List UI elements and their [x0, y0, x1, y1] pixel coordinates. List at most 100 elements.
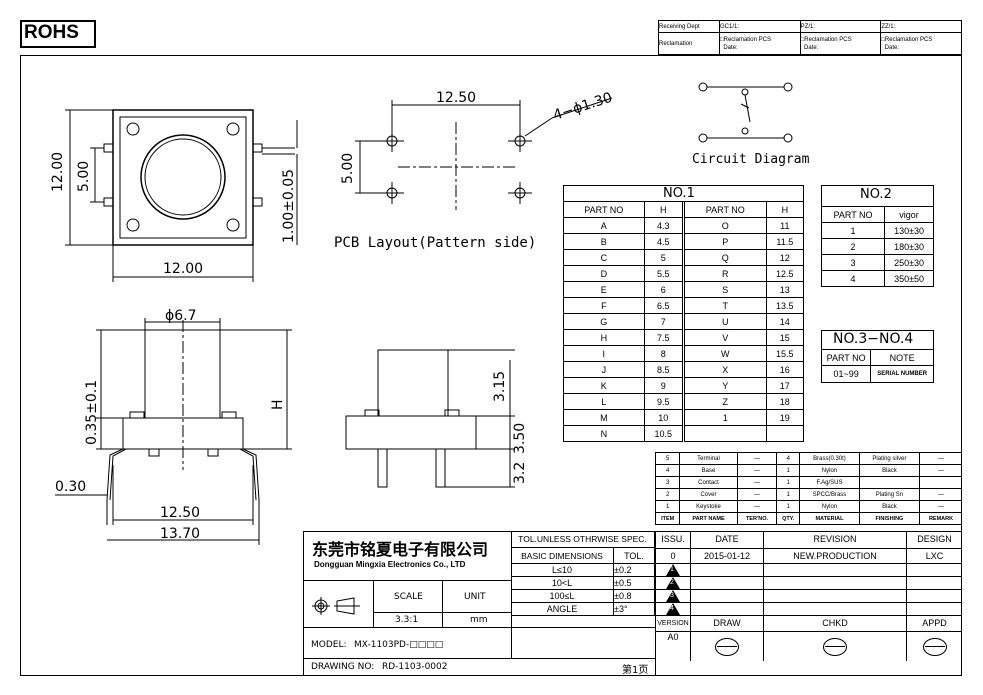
no1-header-cell: H: [765, 201, 805, 218]
pcb-layout-label: PCB Layout(Pattern side): [334, 235, 536, 251]
no2-cell: 1: [820, 222, 886, 239]
no1-cell: D: [563, 265, 645, 282]
table-row: 1: [655, 562, 962, 577]
drawing-no-value: RD-1103-0002: [382, 662, 448, 672]
no1-cell: F: [563, 297, 645, 314]
no2-header-cell: PART NO: [820, 206, 886, 223]
no1-cell: 12: [765, 249, 805, 266]
rev-design: LXC: [906, 547, 962, 564]
approval-header: Receiving Dept GC1/1: PZ/1: ZZ/1: Reclam…: [658, 20, 962, 55]
bom-cell: Black: [858, 464, 921, 477]
no1-cell: A: [563, 217, 645, 234]
no2-cell: 250±30: [884, 254, 934, 271]
company-cn: 东莞市铭夏电子有限公司: [312, 540, 489, 559]
no1-cell: R: [681, 265, 767, 282]
bom-header-cell: ITEM: [654, 512, 681, 525]
table-row: ANGLE±3°: [511, 602, 655, 616]
bom-cell: —: [919, 488, 962, 501]
dim-0-35: 0.35±0.1: [84, 380, 100, 445]
no1-cell: 13.5: [765, 297, 805, 314]
page-number: 第1页: [622, 665, 649, 676]
bom-header-cell: REMARK: [919, 512, 962, 525]
dim-3-2: 3.2: [512, 462, 528, 484]
no1-cell: P: [681, 233, 767, 250]
reclamation-1: □Reclamation PCS Date:: [719, 32, 801, 55]
bom-header-cell: QTY.: [776, 512, 801, 525]
no1-cell: 7.5: [643, 329, 684, 346]
no1-cell: 11: [765, 217, 805, 234]
no1-cell: B: [563, 233, 645, 250]
no1-cell: L: [563, 393, 645, 410]
dim-12-50: 12.50: [160, 505, 200, 521]
no1-cell: 15: [765, 329, 805, 346]
bom-cell: [919, 476, 962, 489]
revision-triangle-icon: 2: [666, 576, 680, 589]
table-row: 10<L±0.5: [511, 576, 655, 590]
bom-cell: —: [919, 500, 962, 513]
tol-range: L≤10: [511, 563, 614, 577]
rev-triangle-cell: 4: [655, 601, 691, 616]
no1-cell: 10.5: [643, 425, 684, 442]
tol-tol: TOL.: [613, 547, 655, 564]
no1-cell: M: [563, 409, 645, 426]
rev-issu: ISSU.: [655, 531, 691, 549]
tol-title: TOL.UNLESS OTHRWISE SPEC.: [511, 531, 655, 548]
no1-cell: X: [681, 361, 767, 378]
no1-cell: Q: [681, 249, 767, 266]
no1-cell: 13: [765, 281, 805, 298]
no1-cell: 9: [643, 377, 684, 394]
no1-cell: K: [563, 377, 645, 394]
no2-cell: 130±30: [884, 222, 934, 239]
bom-cell: —: [736, 500, 778, 513]
bom-cell: —: [736, 464, 778, 477]
no1-cell: H: [563, 329, 645, 346]
no1-cell: W: [681, 345, 767, 362]
dim-H: H: [270, 399, 286, 410]
tol-value: ±0.2: [613, 563, 655, 577]
no1-cell: 4.5: [643, 233, 684, 250]
bom-cell: Black: [858, 500, 921, 513]
bom-cell: —: [736, 488, 778, 501]
no34-cell: 01~99: [820, 365, 872, 383]
no1-cell: 18: [765, 393, 805, 410]
no2-cell: 2: [820, 238, 886, 255]
projection-symbol-icon: [312, 597, 360, 615]
no34-title: NO.3−NO.4: [833, 331, 914, 347]
rev-empty: [906, 601, 962, 616]
table-row: 2: [655, 575, 962, 590]
reclamation-2: □Reclamation PCS Date:: [799, 32, 882, 55]
tol-range: ANGLE: [511, 602, 614, 616]
bom-cell: Keystoke: [679, 500, 738, 513]
no1-cell: 5: [643, 249, 684, 266]
dim-top-height: 12.00: [50, 152, 66, 192]
bom-cell: Contact: [679, 476, 738, 489]
no1-cell: 5.5: [643, 265, 684, 282]
bom-cell: 1: [776, 476, 801, 489]
no1-header-cell: PART NO: [563, 201, 645, 218]
no1-cell: 14: [765, 313, 805, 330]
rev-version-h: VERSION: [655, 614, 691, 632]
dim-pcb-height: 5.00: [340, 153, 356, 184]
scale-value: 3.3:1: [395, 615, 419, 625]
no1-cell: [681, 425, 767, 442]
rev-date-h: DATE: [690, 531, 764, 549]
chkd-stamp-icon: [823, 638, 847, 657]
bom-cell: 1: [776, 500, 801, 513]
bom-cell: 4: [776, 452, 801, 465]
rev-triangle-cell: 1: [655, 562, 691, 577]
bom-header-cell: TER'NO.: [736, 512, 778, 525]
no1-cell: J: [563, 361, 645, 378]
bom-cell: 3: [654, 476, 681, 489]
no2-cell: 3: [820, 254, 886, 271]
no1-cell: T: [681, 297, 767, 314]
